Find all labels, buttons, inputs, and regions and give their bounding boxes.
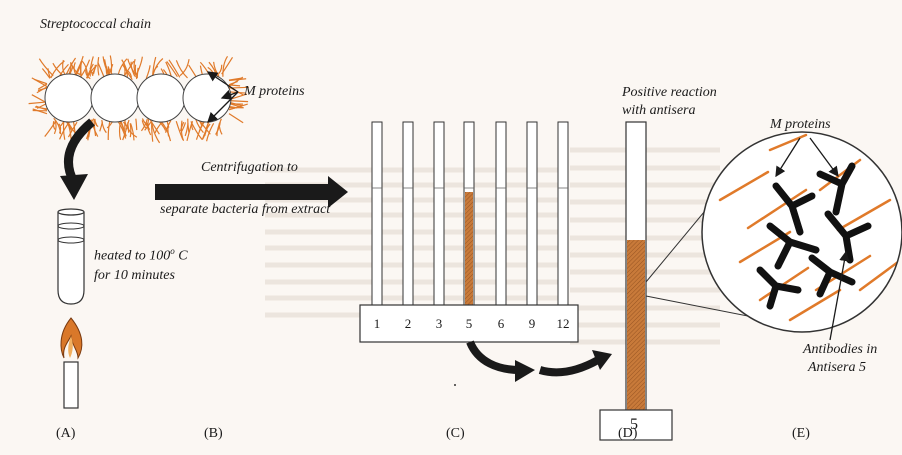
streptococcal-chain-label: Streptococcal chain — [40, 17, 152, 32]
rack-tube-1 — [371, 121, 383, 307]
panel-label-e: (E) — [792, 426, 810, 441]
positive-reaction-label-1: Positive reaction — [622, 85, 717, 100]
panel-label-a: (A) — [56, 426, 76, 441]
panel-label-c: (C) — [446, 426, 465, 441]
rack-base — [359, 304, 579, 343]
m-proteins-label-a: M proteins — [244, 84, 305, 99]
panel-label-d: (D) — [618, 426, 638, 441]
antibodies-label-2: Antisera 5 — [808, 360, 866, 375]
positive-tube-base — [599, 409, 673, 441]
heated-time-label: for 10 minutes — [94, 268, 175, 283]
transfer-arrows — [466, 340, 612, 382]
flame-icon — [60, 317, 83, 360]
positive-tube-extract — [627, 240, 645, 410]
bacterium-cell-3 — [136, 73, 186, 123]
rack-number-12: 12 — [556, 316, 570, 331]
rack-tube-9 — [526, 121, 538, 307]
rack-tube-3 — [433, 121, 445, 307]
rack-number-6: 6 — [497, 316, 505, 331]
centrifugation-arrow — [155, 176, 348, 208]
centrifugation-label-1: Centrifugation to — [201, 160, 298, 175]
bacterium-cell-1 — [44, 73, 94, 123]
rack-number-2: 2 — [404, 316, 412, 331]
curved-arrow-to-tube — [60, 118, 95, 200]
rack-tube-2 — [402, 121, 414, 307]
positive-reaction-label-2: with antisera — [622, 103, 696, 118]
tube-rack — [359, 121, 579, 343]
rack-number-3: 3 — [435, 316, 443, 331]
rack-tube-6 — [495, 121, 507, 307]
rack-tube-12 — [557, 121, 569, 307]
rack-number-9: 9 — [528, 316, 536, 331]
burner-icon — [63, 361, 79, 409]
magnified-view — [701, 131, 902, 333]
positive-tube — [599, 121, 673, 441]
bacterium-cell-2 — [90, 73, 140, 123]
e-pointer-arrows — [775, 137, 850, 341]
single-tube-number: 5 — [630, 416, 638, 433]
m-proteins-label-e: M proteins — [770, 117, 831, 132]
m-proteins-pointer-arrows — [206, 71, 239, 123]
heated-label: heated to 100o C — [94, 246, 188, 264]
test-tube-heated — [57, 208, 85, 305]
rack-number-1: 1 — [373, 316, 381, 331]
streptococcal-chain — [28, 55, 249, 144]
rack-number-5: 5 — [465, 316, 473, 331]
rack-tube-5-extract — [465, 192, 473, 305]
antibodies-label-1: Antibodies in — [803, 342, 878, 357]
panel-label-b: (B) — [204, 426, 223, 441]
centrifugation-label-2: separate bacteria from extract — [160, 202, 331, 217]
